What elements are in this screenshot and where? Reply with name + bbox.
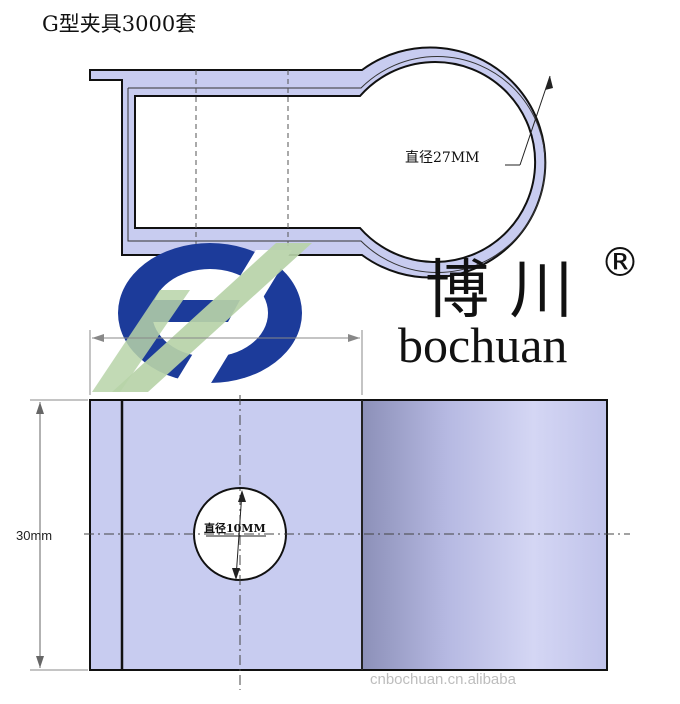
width-dimension bbox=[89, 330, 363, 395]
height-dimension: 30mm bbox=[16, 399, 88, 671]
diameter-leader bbox=[519, 75, 551, 166]
brand-english-name: bochuan bbox=[398, 317, 567, 373]
hole-arrow-bottom bbox=[232, 568, 240, 580]
brand-chinese-name: 博 川 bbox=[425, 254, 573, 328]
top-diameter-label: 直径27MM bbox=[405, 149, 479, 166]
height-dimension-label: 30mm bbox=[16, 528, 52, 543]
clamp-wall-line bbox=[127, 56, 546, 273]
hole-arrow-top bbox=[238, 490, 246, 502]
logo-green-bar bbox=[92, 290, 190, 392]
front-view-clamp: 直径10MM bbox=[84, 395, 630, 690]
page-title: G型夹具3000套 bbox=[42, 12, 197, 36]
logo-green-slash bbox=[112, 243, 312, 392]
top-view-clamp: 直径27MM bbox=[89, 46, 553, 279]
hole-diameter-label: 直径10MM bbox=[204, 521, 266, 535]
registered-mark: ® bbox=[600, 240, 640, 286]
clamp-inner-opening bbox=[134, 61, 537, 263]
front-cylinder-body bbox=[361, 399, 608, 671]
watermark-text: cnbochuan.cn.alibaba bbox=[370, 671, 517, 688]
diameter-arrow bbox=[545, 76, 553, 90]
brand-logo bbox=[92, 243, 312, 392]
hole-diameter-leader bbox=[235, 491, 243, 579]
